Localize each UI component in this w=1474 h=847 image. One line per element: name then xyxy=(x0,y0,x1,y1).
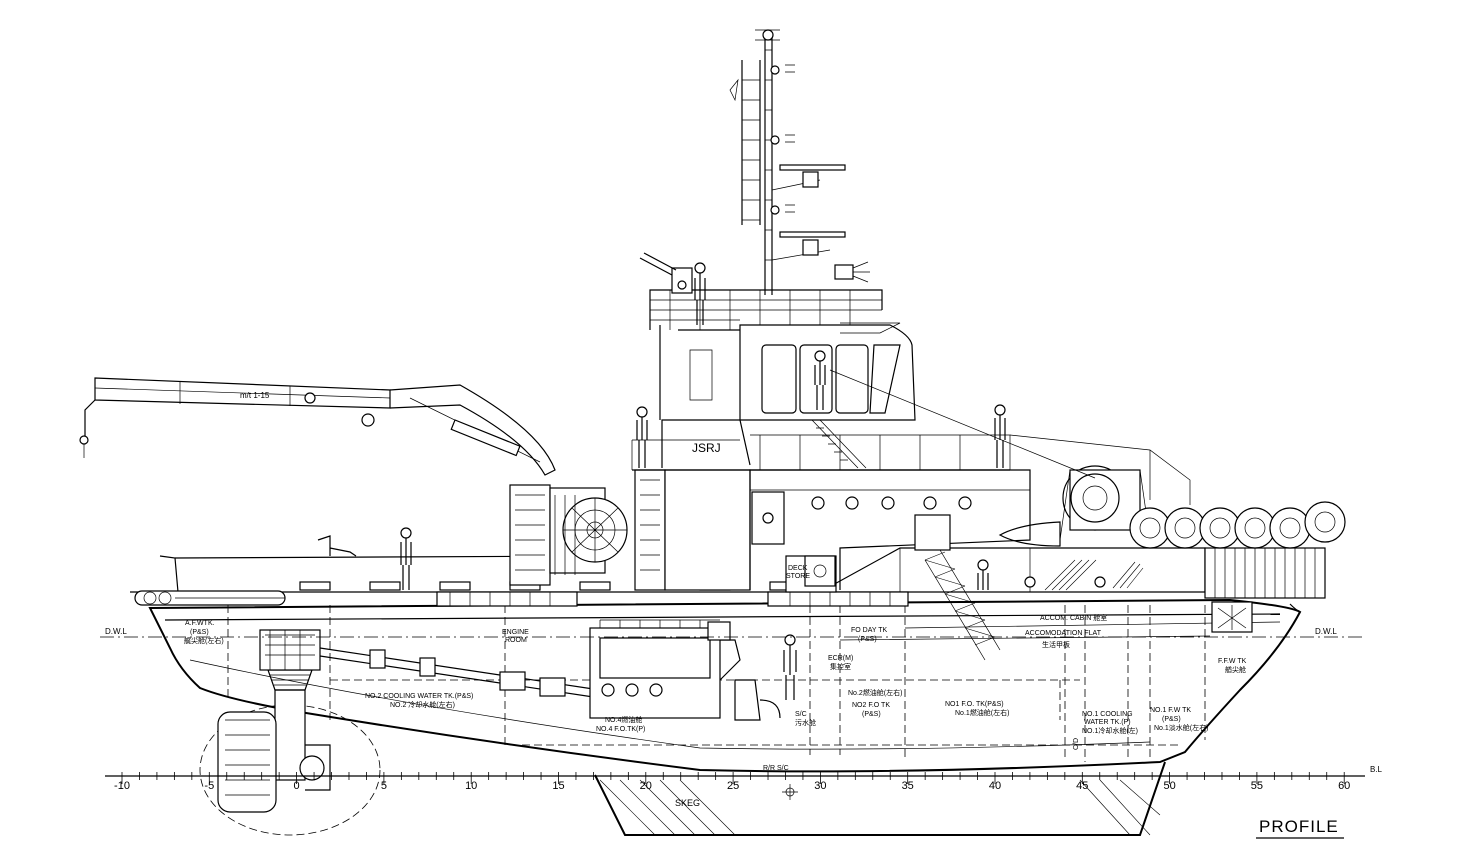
label-cd: C/D xyxy=(1073,738,1080,750)
crane-mark: m/t 1-15 xyxy=(240,391,270,400)
superstructure xyxy=(631,289,1191,593)
label-fo-no2-ps: (P&S) xyxy=(862,711,881,718)
label-deck-store-1: DECK xyxy=(788,565,808,572)
label-fo-day-tk-ps: (P&S) xyxy=(858,636,877,643)
frame-tick-label: 45 xyxy=(1076,780,1088,792)
hull xyxy=(130,547,1326,773)
bow-fenders xyxy=(1129,501,1346,549)
label-af-wtk-ps: (P&S) xyxy=(190,629,209,636)
frame-tick-label: 15 xyxy=(552,780,564,792)
centerline-symbol xyxy=(782,784,798,800)
dwl-label-right: D.W.L xyxy=(1315,627,1337,636)
label-cooling-water-no1-a: NO.1 COOLING xyxy=(1082,711,1133,718)
label-cooling-water-no2: NO.2 COOLING WATER TK.(P&S) xyxy=(365,693,473,700)
frame-tick-label: 60 xyxy=(1338,780,1350,792)
label-cooling-water-no1-b: WATER TK.(P) xyxy=(1084,719,1131,726)
label-fo-no1: NO1 F.O. TK(P&S) xyxy=(945,701,1004,708)
label-accom-cabin: ACCOM. CABIN 舱室 xyxy=(1040,613,1107,622)
label-ffw-tk-cn: 艏尖舱 xyxy=(1225,665,1246,674)
label-accom-flat: ACCOMODATION FLAT xyxy=(1025,630,1102,637)
mast xyxy=(729,29,870,295)
drawing-title: PROFILE xyxy=(1259,817,1339,836)
label-deck-store-2: STORE xyxy=(786,573,810,580)
frame-tick-label: -10 xyxy=(114,780,130,792)
label-fw-no1-cn: No.1淡水舱(左右) xyxy=(1154,723,1208,732)
aft-deck-handrail xyxy=(317,535,357,557)
label-sc-cn: 污水舱 xyxy=(795,718,816,727)
label-ecr-cn: 集控室 xyxy=(830,662,851,671)
label-ffw-tk: F.F.W TK xyxy=(1218,658,1247,665)
label-engine-room-2: ROOM xyxy=(505,637,527,644)
label-fw-no1-ps: (P&S) xyxy=(1162,716,1181,723)
label-engine-room-1: ENGINE xyxy=(502,629,529,636)
label-fo-no4-cn: NO.4燃油舱 xyxy=(605,715,642,724)
frame-tick-label: 20 xyxy=(640,780,652,792)
compartment-labels: A.F.WTK. (P&S) 艉尖舱(左右) ENGINE ROOM NO.2 … xyxy=(184,565,1247,772)
label-fo-day-tk: FO DAY TK xyxy=(851,627,888,634)
label-cooling-water-no1-cn: NO.1冷却水舱(左) xyxy=(1082,726,1138,735)
frame-tick-label: 35 xyxy=(902,780,914,792)
crew-figure-bow-deck xyxy=(977,559,989,590)
knuckle-boom-crane xyxy=(79,377,628,586)
fire-monitor xyxy=(639,252,693,294)
frame-tick-labels: -10 -5 0 5 10 15 20 25 30 35 40 45 50 55 60 xyxy=(114,780,1350,792)
label-af-wtk-cn: 艉尖舱(左右) xyxy=(184,636,224,645)
crew-figure-top-deck xyxy=(694,262,706,325)
label-ecr: ECR(M) xyxy=(828,655,853,662)
bow-lattice-ladder xyxy=(924,549,1001,661)
frame-tick-label: 40 xyxy=(989,780,1001,792)
label-accom-flat-cn: 生活甲板 xyxy=(1042,640,1070,649)
towing-winch xyxy=(829,369,1346,549)
skeg xyxy=(594,761,1166,836)
label-fo-no1-cn: No.1燃油舱(左右) xyxy=(955,708,1009,717)
crew-figure-funnel xyxy=(636,406,648,468)
bl-label: B.L xyxy=(1370,765,1383,774)
frame-tick-label: -5 xyxy=(204,780,214,792)
dwl-label-left: D.W.L xyxy=(105,627,127,636)
frame-tick-label: 55 xyxy=(1251,780,1263,792)
frame-tick-label: 10 xyxy=(465,780,477,792)
frame-tick-label: 0 xyxy=(294,780,300,792)
label-fo-no4: NO.4 F.O.TK(P) xyxy=(596,726,645,733)
label-fw-no1: NO.1 F.W TK xyxy=(1150,707,1191,714)
label-fo-no2-cn: No.2燃油舱(左右) xyxy=(848,688,902,697)
funnel-mark: JSRJ xyxy=(692,441,721,455)
azimuth-thruster xyxy=(199,669,381,836)
label-af-wtk: A.F.WTK. xyxy=(185,620,215,627)
crew-figure-aft-deck xyxy=(400,527,412,590)
frame-tick-label: 25 xyxy=(727,780,739,792)
frame-tick-label: 30 xyxy=(814,780,826,792)
frame-tick-label: 50 xyxy=(1163,780,1175,792)
label-cooling-water-no2-cn: NO.2 冷却水舱(左右) xyxy=(390,700,455,709)
label-rr-sc: R/R S/C xyxy=(763,765,789,772)
crew-figure-bow-rail xyxy=(994,404,1006,468)
frame-tick-label: 5 xyxy=(381,780,387,792)
waterline: D.W.L D.W.L xyxy=(100,627,1365,638)
crew-figure-wheelhouse xyxy=(814,350,826,410)
label-fo-no2: NO2 F.O TK xyxy=(852,702,890,709)
crew-figure-engine-room xyxy=(783,634,797,700)
crew-figures xyxy=(400,262,1006,590)
label-sc: S/C xyxy=(795,711,807,718)
skeg-label: SKEG xyxy=(675,798,700,808)
frame-tick-marks xyxy=(121,772,1345,784)
baseline-scale: B.L -10 -5 0 5 10 15 20 25 30 35 40 45 50 55 60 xyxy=(105,765,1383,792)
